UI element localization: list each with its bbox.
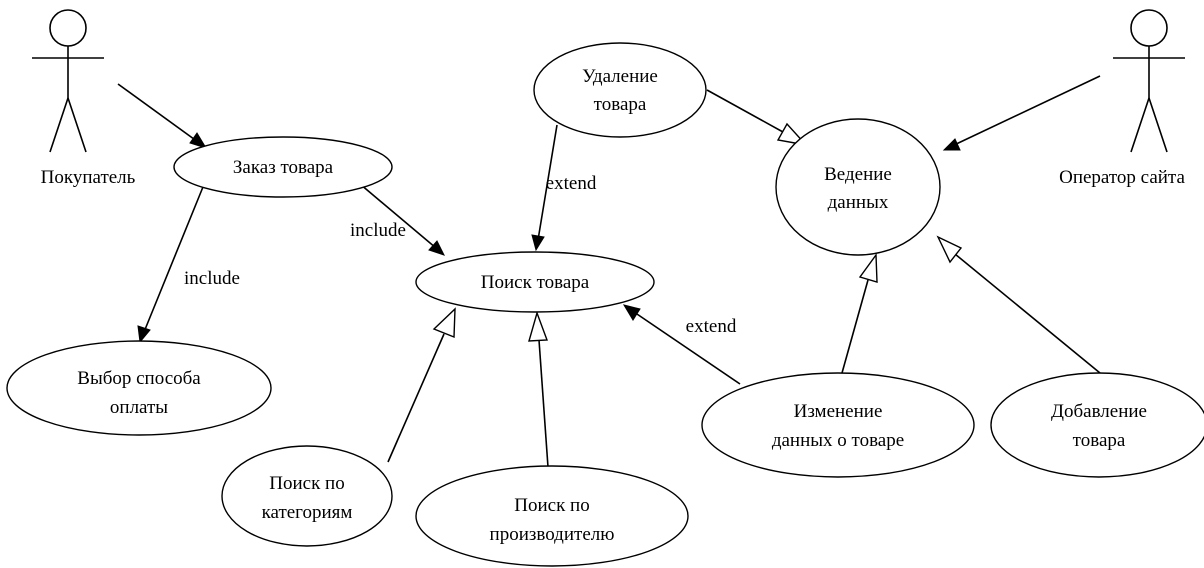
use-case-order: Заказ товара bbox=[173, 136, 393, 198]
generalization-manufacturer-search bbox=[538, 339, 549, 468]
use-case-data-management: Ведение данных bbox=[775, 118, 941, 256]
generalization-category-search bbox=[387, 333, 445, 463]
use-case-add-label-line1: Добавление bbox=[1051, 401, 1147, 422]
actor-operator-left-leg bbox=[1130, 97, 1150, 153]
extend-delete-search bbox=[537, 124, 558, 241]
use-case-search-category-label-line2: категориям bbox=[262, 502, 353, 523]
use-case-delete: Удаление товара bbox=[533, 42, 707, 138]
use-case-delete-label-line1: Удаление bbox=[582, 66, 658, 87]
arrowhead-change-search bbox=[622, 304, 641, 321]
label-include-order-payment: include bbox=[184, 268, 240, 289]
use-case-search-label: Поиск товара bbox=[481, 272, 590, 293]
use-case-search-manufacturer-label-line2: производителю bbox=[490, 524, 615, 545]
arrowhead-order-payment bbox=[137, 325, 151, 344]
include-order-search bbox=[359, 183, 437, 249]
use-case-add-label-line2: товара bbox=[1073, 430, 1126, 451]
use-case-payment-label-line1: Выбор способа bbox=[77, 368, 201, 389]
use-case-change-label-line1: Изменение bbox=[794, 401, 883, 422]
actor-customer-head bbox=[49, 9, 87, 47]
triangle-category-search bbox=[432, 307, 456, 339]
use-case-search-manufacturer-ellipse bbox=[415, 465, 689, 567]
use-case-search-manufacturer: Поиск по производителю bbox=[415, 465, 689, 567]
association-operator-data bbox=[951, 75, 1101, 147]
use-case-search-ellipse bbox=[415, 251, 655, 313]
actor-operator-right-leg bbox=[1148, 97, 1168, 153]
actor-operator: Оператор сайта bbox=[1059, 9, 1185, 188]
use-case-order-label: Заказ товара bbox=[233, 157, 334, 178]
use-case-change-ellipse bbox=[701, 372, 975, 478]
label-extend-change-search: extend bbox=[686, 316, 737, 337]
use-case-data-management-label-line1: Ведение bbox=[824, 164, 892, 185]
use-case-add: Добавление товара bbox=[990, 372, 1204, 478]
actor-operator-label: Оператор сайта bbox=[1059, 167, 1185, 188]
actor-customer: Покупатель bbox=[32, 9, 136, 188]
arrowhead-order-search bbox=[428, 240, 445, 256]
use-case-order-ellipse bbox=[173, 136, 393, 198]
use-case-delete-label-line2: товара bbox=[594, 94, 647, 115]
label-include-order-search: include bbox=[350, 220, 406, 241]
use-case-payment-label-line2: оплаты bbox=[110, 397, 168, 418]
actor-customer-left-leg bbox=[49, 97, 69, 153]
arrowhead-delete-search bbox=[531, 234, 545, 252]
use-case-add-ellipse bbox=[990, 372, 1204, 478]
use-case-data-management-ellipse bbox=[775, 118, 941, 256]
include-order-payment bbox=[143, 181, 206, 333]
use-case-payment: Выбор способа оплаты bbox=[6, 340, 272, 436]
actor-customer-label: Покупатель bbox=[41, 167, 136, 188]
use-case-search-category-ellipse bbox=[221, 445, 393, 547]
label-extend-delete-search: extend bbox=[546, 173, 597, 194]
use-case-data-management-label-line2: данных bbox=[828, 192, 889, 213]
arrowhead-customer-order bbox=[189, 132, 208, 149]
use-case-search-category: Поиск по категориям bbox=[221, 445, 393, 547]
extend-change-search bbox=[633, 311, 741, 385]
use-case-change: Изменение данных о товаре bbox=[701, 372, 975, 478]
triangle-manufacturer-search bbox=[528, 310, 548, 342]
use-case-delete-ellipse bbox=[533, 42, 707, 138]
association-customer-order bbox=[117, 83, 199, 143]
generalization-add-data bbox=[954, 253, 1101, 374]
actor-operator-head bbox=[1130, 9, 1168, 47]
use-case-search-category-label-line1: Поиск по bbox=[269, 473, 344, 494]
triangle-add-data bbox=[936, 235, 963, 264]
use-case-payment-ellipse bbox=[6, 340, 272, 436]
use-case-search-manufacturer-label-line1: Поиск по bbox=[514, 495, 589, 516]
triangle-change-data bbox=[858, 252, 878, 283]
generalization-change-data bbox=[841, 279, 869, 374]
use-case-change-label-line2: данных о товаре bbox=[772, 430, 904, 451]
actor-customer-right-leg bbox=[67, 97, 87, 153]
use-case-search: Поиск товара bbox=[415, 251, 655, 313]
generalization-delete-data bbox=[706, 89, 784, 133]
arrowhead-operator-data bbox=[942, 138, 961, 151]
